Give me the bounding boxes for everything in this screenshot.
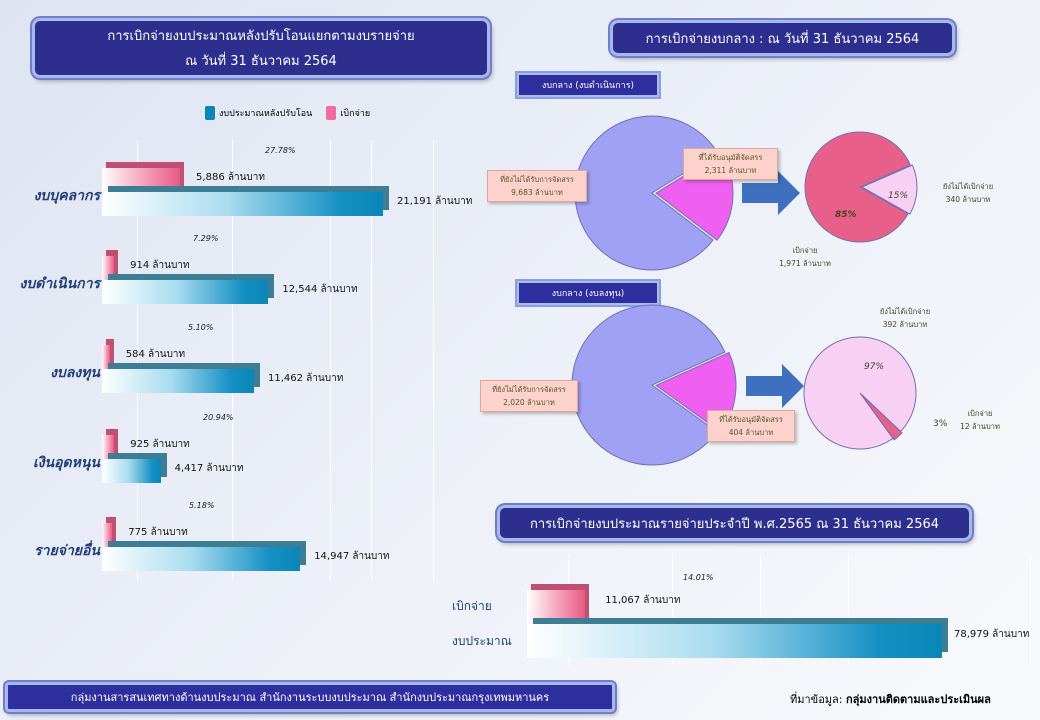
gridline bbox=[672, 555, 673, 665]
spent-bar bbox=[102, 435, 115, 459]
left-title-line2: ณ วันที่ 31 ธันวาคม 2564 bbox=[185, 54, 337, 69]
footer-source: ที่มาข้อมูล: กลุ่มงานติดตามและประเมินผล bbox=[790, 690, 991, 708]
category-label: เงินอุดหนุน bbox=[32, 455, 100, 471]
gridline bbox=[232, 140, 233, 580]
legend: งบประมาณหลังปรับโอน เบิกจ่าย bbox=[205, 106, 370, 120]
category-label: เบิกจ่าย bbox=[452, 599, 492, 613]
legend-spent-swatch bbox=[326, 106, 337, 120]
percent-label: 27.78% bbox=[265, 146, 296, 155]
pie-slice-spent bbox=[804, 131, 912, 243]
spent-bar bbox=[527, 590, 586, 624]
percent-label: 7.29% bbox=[193, 234, 219, 243]
budget-bar bbox=[102, 459, 161, 483]
spent-value-label: 584 ล้านบาท bbox=[125, 349, 186, 360]
legend-budget: งบประมาณหลังปรับโอน bbox=[219, 109, 313, 119]
gridline bbox=[433, 140, 434, 580]
gridline bbox=[371, 140, 372, 580]
category-label: งบประมาณ bbox=[452, 634, 512, 648]
percent-label: 5.18% bbox=[189, 501, 215, 510]
arrow-right-icon bbox=[742, 171, 800, 215]
spent-value-label: 11,067 ล้านบาท bbox=[605, 595, 681, 606]
spent-value-label: 5,886 ล้านบาท bbox=[196, 172, 265, 183]
budget-value-label: 4,417 ล้านบาท bbox=[174, 463, 244, 474]
right-title: การเบิกจ่ายงบกลาง : ณ วันที่ 31 ธันวาคม … bbox=[610, 20, 955, 56]
budget-value-label: 12,544 ล้านบาท bbox=[282, 284, 358, 295]
left-title-line1: การเบิกจ่ายงบประมาณหลังปรับโอนแยกตามงบรา… bbox=[107, 29, 415, 44]
spent-value-label: 925 ล้านบาท bbox=[130, 439, 190, 450]
left-title: การเบิกจ่ายงบประมาณหลังปรับโอนแยกตามงบรา… bbox=[32, 18, 490, 78]
budget-bar bbox=[527, 624, 942, 658]
footer-left: กลุ่มงานสารสนเทศทางด้านงบประมาณ สำนักงาน… bbox=[5, 682, 615, 712]
budget-bar bbox=[102, 280, 269, 304]
budget-value-label: 78,979 ล้านบาท bbox=[954, 629, 1030, 640]
gridline bbox=[330, 140, 331, 580]
pie-slice-remaining bbox=[803, 336, 917, 450]
spent-bar bbox=[102, 345, 110, 369]
pie-slice-spent bbox=[860, 394, 903, 441]
spent-value-label: 775 ล้านบาท bbox=[128, 527, 188, 538]
legend-spent: เบิกจ่าย bbox=[340, 109, 371, 119]
spent-bar bbox=[102, 523, 113, 547]
gridline bbox=[1030, 555, 1031, 665]
percent-label: 5.10% bbox=[188, 323, 214, 332]
category-label: งบลงทุน bbox=[50, 365, 100, 381]
pie4-spent-pct: 3% bbox=[933, 419, 948, 429]
bottom-title: การเบิกจ่ายงบประมาณรายจ่ายประจำปี พ.ศ.25… bbox=[497, 505, 972, 541]
pie1-title: งบกลาง (งบดำเนินการ) bbox=[517, 73, 659, 97]
percent-label: 20.94% bbox=[203, 413, 234, 422]
footer-source-label: ที่มาข้อมูล: bbox=[790, 693, 843, 706]
pie-slice-remaining bbox=[860, 164, 918, 215]
percent-label: 14.01% bbox=[683, 573, 714, 582]
gridline bbox=[137, 140, 138, 580]
category-label: รายจ่ายอื่น bbox=[34, 543, 100, 559]
spent-value-label: 914 ล้านบาท bbox=[130, 260, 190, 271]
budget-value-label: 21,191 ล้านบาท bbox=[397, 196, 473, 207]
budget-bar bbox=[102, 369, 254, 393]
category-label: งบบุคลากร bbox=[33, 188, 100, 204]
pie3-title: งบกลาง (งบลงทุน) bbox=[517, 281, 659, 305]
pie2-remain-pct: 15% bbox=[888, 191, 909, 201]
arrow-right-icon bbox=[746, 364, 804, 408]
budget-bar bbox=[102, 192, 383, 216]
legend-budget-swatch bbox=[205, 106, 215, 120]
pie2-spent-pct: 85% bbox=[835, 210, 857, 220]
gridline bbox=[848, 555, 849, 665]
spent-bar bbox=[102, 256, 115, 280]
spent-bar bbox=[102, 168, 181, 192]
category-label: งบดำเนินการ bbox=[19, 276, 100, 292]
gridline bbox=[760, 555, 761, 665]
pie4-remain-pct: 97% bbox=[864, 362, 885, 372]
footer-source-value: กลุ่มงานติดตามและประเมินผล bbox=[846, 693, 991, 706]
pie-slice-unallocated bbox=[571, 304, 726, 466]
budget-value-label: 14,947 ล้านบาท bbox=[314, 551, 390, 562]
budget-value-label: 11,462 ล้านบาท bbox=[267, 373, 344, 384]
budget-bar bbox=[102, 547, 301, 571]
